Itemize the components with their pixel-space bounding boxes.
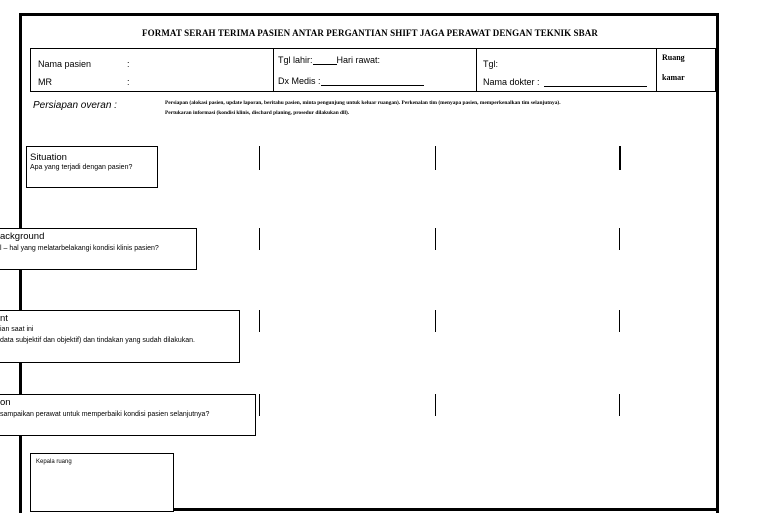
recommendation-box — [0, 394, 256, 436]
assessment-desc-2: data subjektif dan objektif) dan tindaka… — [0, 337, 195, 344]
signature-box[interactable] — [30, 453, 174, 512]
nama-pasien-colon: : — [127, 59, 130, 69]
column-divider-1 — [259, 228, 260, 250]
column-divider-3 — [619, 146, 621, 170]
recommendation-title: on — [0, 397, 11, 408]
kamar-label: kamar — [662, 73, 685, 82]
situation-box — [26, 146, 158, 188]
background-desc: l – hal yang melatarbelakangi kondisi kl… — [0, 245, 159, 252]
column-divider-1 — [259, 310, 260, 332]
situation-title: Situation — [30, 152, 67, 163]
situation-desc: Apa yang terjadi dengan pasien? — [30, 164, 133, 171]
assessment-title: nt — [0, 313, 8, 324]
signature-label: Kepala ruang — [36, 459, 72, 465]
nama-dokter-label: Nama dokter : — [483, 77, 540, 87]
dx-medis-label: Dx Medis : — [278, 76, 321, 86]
persiapan-line-2: Pertukaran informasi (kondisi klinis, di… — [165, 110, 350, 116]
ruang-label: Ruang — [662, 53, 685, 62]
column-divider-3 — [619, 310, 620, 332]
column-divider-1 — [259, 146, 260, 170]
frame-bottom-border — [170, 508, 719, 511]
persiapan-label: Persiapan overan : — [33, 100, 117, 111]
patient-info-box — [30, 48, 275, 92]
date-doctor-box — [476, 48, 658, 92]
column-divider-2 — [435, 228, 436, 250]
assessment-box — [0, 310, 240, 363]
hari-rawat-label: Hari rawat: — [336, 55, 381, 65]
background-box — [0, 228, 197, 270]
tgl-lahir-label: Tgl lahir: — [278, 55, 313, 65]
nama-dokter-blank[interactable] — [543, 77, 647, 87]
column-divider-2 — [435, 310, 436, 332]
birth-diagnosis-box — [273, 48, 478, 92]
mr-colon: : — [127, 77, 130, 87]
column-divider-1 — [259, 394, 260, 416]
document-title: FORMAT SERAH TERIMA PASIEN ANTAR PERGANT… — [142, 28, 598, 38]
frame-top-border — [19, 13, 719, 16]
assessment-desc-1: ian saat ini — [0, 326, 34, 333]
background-title: ackground — [0, 231, 45, 242]
doctor-field: Nama dokter : — [483, 77, 647, 87]
persiapan-line-1: Persiapan (alokasi pasien, update lapora… — [165, 100, 561, 106]
column-divider-2 — [435, 394, 436, 416]
nama-pasien-label: Nama pasien — [38, 59, 92, 69]
tgl-label: Tgl: — [483, 59, 499, 69]
tgl-lahir-blank[interactable] — [312, 55, 337, 65]
column-divider-3 — [619, 394, 620, 416]
frame-right-border — [716, 13, 719, 513]
column-divider-3 — [619, 228, 620, 250]
recommendation-desc: sampaikan perawat untuk memperbaiki kond… — [0, 411, 210, 418]
column-divider-2 — [435, 146, 436, 170]
birth-date-field: Tgl lahir: Hari rawat: — [278, 55, 380, 65]
mr-label: MR — [38, 77, 52, 87]
dx-medis-field: Dx Medis : — [278, 76, 424, 86]
room-box — [656, 48, 716, 92]
dx-medis-blank[interactable] — [320, 76, 424, 86]
